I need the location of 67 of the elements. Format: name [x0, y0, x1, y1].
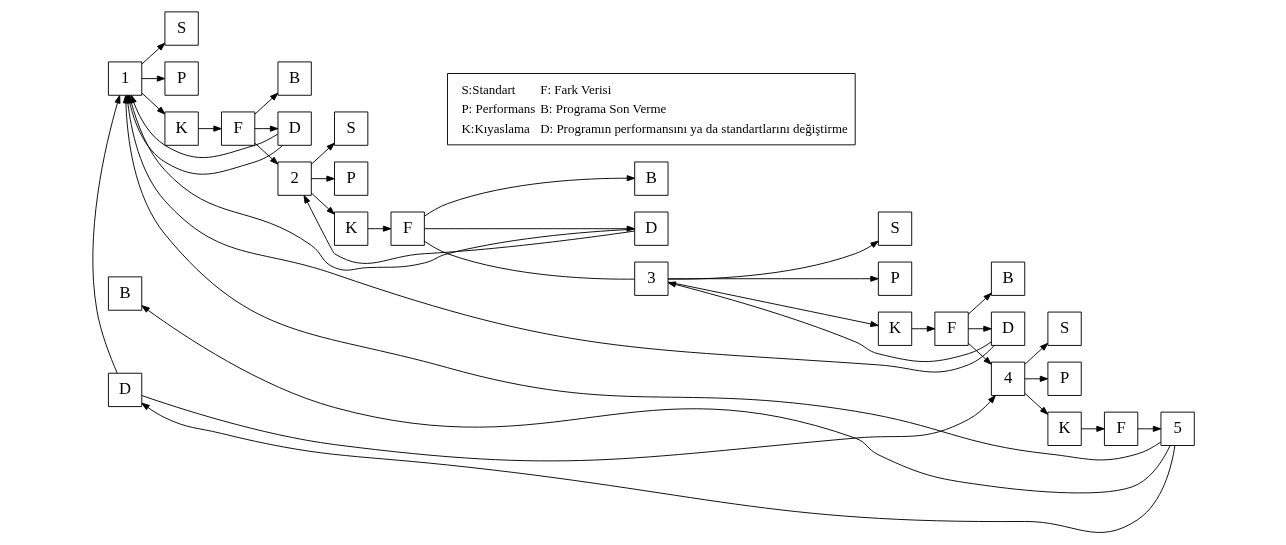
arrow [667, 281, 879, 327]
arrow [141, 395, 996, 462]
node-box: D [277, 111, 312, 146]
node-box: K [877, 311, 912, 346]
arrow [423, 175, 635, 217]
node-box: S [1046, 311, 1082, 346]
arrow [1080, 425, 1105, 432]
node-box: S [877, 211, 912, 246]
arrow [140, 42, 165, 65]
node-box: F [1103, 411, 1138, 446]
arrow [967, 325, 992, 332]
arrow [1023, 375, 1048, 382]
node-box: P [1046, 361, 1082, 396]
node-box: 2 [277, 161, 312, 196]
node-box: S [163, 11, 199, 46]
node-box: B [277, 61, 312, 96]
node-box: 4 [990, 361, 1025, 396]
arrow [253, 92, 278, 115]
node-box: B [990, 261, 1025, 296]
arrow [967, 342, 992, 365]
node-box: B [107, 276, 142, 311]
arrow [667, 281, 992, 362]
node-box: D [990, 311, 1025, 346]
connector [423, 240, 635, 280]
arrow [140, 402, 1175, 533]
label: P: Performans [460, 101, 535, 117]
arrow [197, 125, 222, 132]
node-box: D [107, 372, 142, 408]
arrow [310, 192, 335, 215]
arrow [253, 142, 278, 165]
node-box: D [633, 211, 668, 246]
label: F: Fark Verisi [539, 81, 611, 97]
node-box: K [1046, 411, 1082, 446]
arrow [303, 195, 635, 264]
arrow [91, 95, 120, 374]
arrow [667, 240, 879, 280]
label: K:Kıyaslama [460, 120, 530, 136]
arrow [253, 125, 278, 132]
node-box: P [163, 61, 199, 96]
arrow [667, 275, 879, 282]
label: S:Standart [460, 81, 515, 97]
node-box: 1 [107, 61, 142, 96]
node-box: 3 [633, 261, 668, 296]
node-box: S [333, 111, 368, 146]
node-box: K [163, 111, 199, 146]
arrow [967, 292, 992, 315]
arrow [1023, 342, 1048, 365]
node-box: 5 [1159, 411, 1195, 446]
node-box: F [220, 111, 255, 146]
arrow [140, 305, 1171, 494]
node-box: K [333, 211, 368, 246]
arrow [910, 325, 935, 332]
node-box: P [333, 161, 368, 196]
arrow [140, 75, 165, 82]
label: D: Programın performansını ya da standartlarını değiştirme [539, 120, 848, 136]
label: B: Programa Son Verme [539, 101, 666, 117]
arrow [310, 175, 335, 182]
node-box: P [877, 261, 912, 296]
arrow [366, 225, 391, 232]
node-box: F [390, 211, 425, 246]
arrow [1023, 392, 1048, 415]
arrow [1136, 425, 1161, 432]
node-box: F [933, 311, 969, 346]
arrow [423, 225, 635, 232]
arrow [140, 92, 165, 115]
node-box: B [633, 161, 668, 196]
arrow [310, 142, 335, 165]
